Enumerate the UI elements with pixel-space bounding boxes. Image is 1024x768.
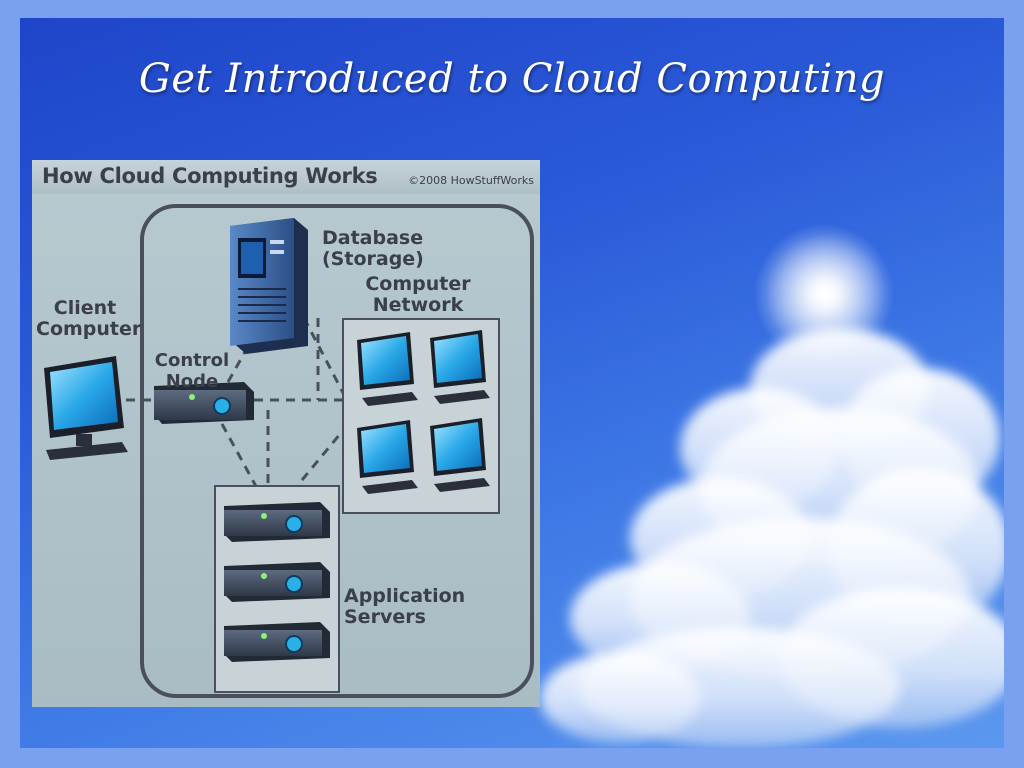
database-label-line1: Database <box>322 227 424 249</box>
control-label-line2: Node <box>165 371 219 392</box>
network-label-line2: Network <box>372 294 464 316</box>
monitor-icon <box>430 330 490 404</box>
sun-glow <box>754 224 894 364</box>
database-label: Database (Storage) <box>322 228 424 270</box>
network-monitors <box>357 330 490 494</box>
application-servers-label: Application Servers <box>344 586 465 628</box>
app-label-line1: Application <box>344 585 466 607</box>
application-server-icon <box>224 562 330 602</box>
cloud-computing-diagram: How Cloud Computing Works ©2008 HowStuff… <box>32 160 540 707</box>
control-node-icon <box>154 382 254 424</box>
diagram-title: How Cloud Computing Works <box>42 164 378 188</box>
slide-title: Get Introduced to Cloud Computing <box>138 56 886 102</box>
client-label-line1: Client <box>53 297 117 319</box>
slide-background: Get Introduced to Cloud Computing How Cl… <box>20 18 1004 748</box>
cloud-illustration <box>540 224 1004 748</box>
cloud-boundary <box>140 204 534 698</box>
network-label-line1: Computer <box>365 273 471 295</box>
application-server-icon <box>224 502 330 542</box>
client-computer-icon <box>44 356 128 460</box>
control-label-line1: Control <box>154 350 230 371</box>
database-server-icon <box>230 218 308 354</box>
monitor-icon <box>357 420 418 494</box>
monitor-icon <box>430 418 490 492</box>
diagram-copyright: ©2008 HowStuffWorks <box>408 174 534 187</box>
client-computer-label: Client Computer <box>36 297 142 340</box>
application-server-icon <box>224 622 330 662</box>
diagram-header: How Cloud Computing Works ©2008 HowStuff… <box>32 160 540 194</box>
client-label-line2: Computer <box>36 318 142 340</box>
cloud-shape <box>540 328 1004 748</box>
diagram-graphics <box>44 204 534 698</box>
database-label-line2: (Storage) <box>322 248 424 270</box>
app-label-line2: Servers <box>344 606 426 628</box>
control-node-label: Control Node <box>152 350 232 392</box>
monitor-icon <box>357 332 418 406</box>
computer-network-label: Computer Network <box>360 274 476 316</box>
